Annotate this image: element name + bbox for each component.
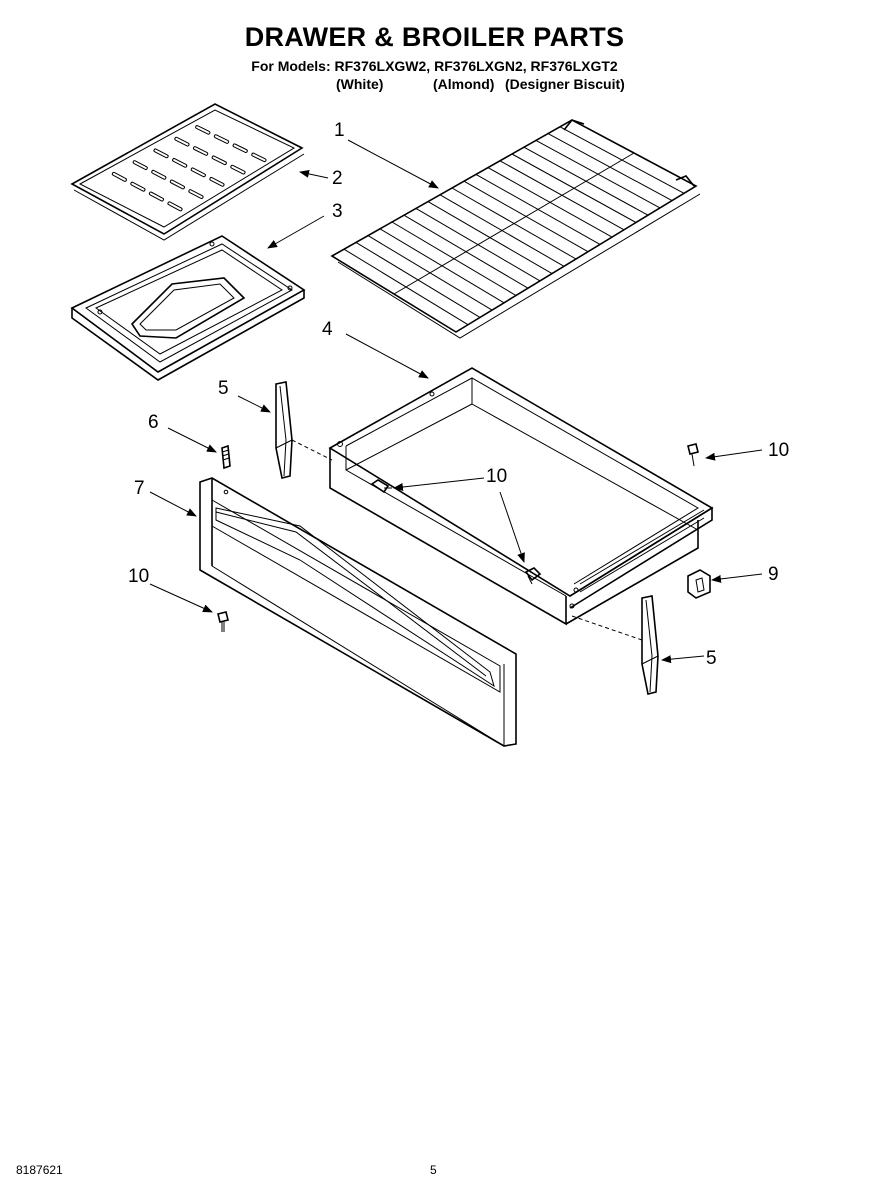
drawer-front-part — [199, 477, 517, 747]
document-number: 8187621 — [16, 1163, 63, 1177]
drawer-slide-left-part — [275, 381, 293, 479]
callout-7: 7 — [134, 478, 145, 499]
drawer-slide-right-part — [641, 595, 659, 695]
rack-part — [330, 119, 701, 339]
broiler-pan-part — [70, 235, 306, 381]
callout-4: 4 — [322, 319, 333, 340]
callout-10-left: 10 — [128, 566, 149, 587]
color-white-label: (White) — [336, 76, 384, 92]
color-biscuit-label: (Designer Biscuit) — [505, 76, 625, 92]
color-almond-label: (Almond) — [433, 76, 495, 92]
leader-lines — [149, 139, 763, 664]
callout-2: 2 — [332, 168, 343, 189]
callout-10-center: 10 — [486, 466, 507, 487]
screw-part-b — [524, 567, 542, 585]
callout-9: 9 — [768, 564, 779, 585]
stud-part — [221, 444, 231, 495]
callout-5-left: 5 — [218, 378, 229, 399]
screw-part-a — [370, 479, 392, 494]
callout-5-right: 5 — [706, 648, 717, 669]
clip-part — [687, 569, 711, 599]
broiler-grid-part — [70, 103, 305, 241]
callout-6: 6 — [148, 412, 159, 433]
screw-part-d — [217, 611, 229, 632]
page-title: DRAWER & BROILER PARTS — [244, 22, 625, 52]
models-line: For Models: RF376LXGW2, RF376LXGN2, RF37… — [251, 58, 618, 74]
callout-3: 3 — [332, 201, 343, 222]
page-number: 5 — [430, 1163, 437, 1177]
callout-1: 1 — [334, 120, 345, 141]
screw-part-c — [687, 443, 699, 467]
drawer-body-part — [328, 367, 714, 626]
callout-10-right: 10 — [768, 440, 789, 461]
